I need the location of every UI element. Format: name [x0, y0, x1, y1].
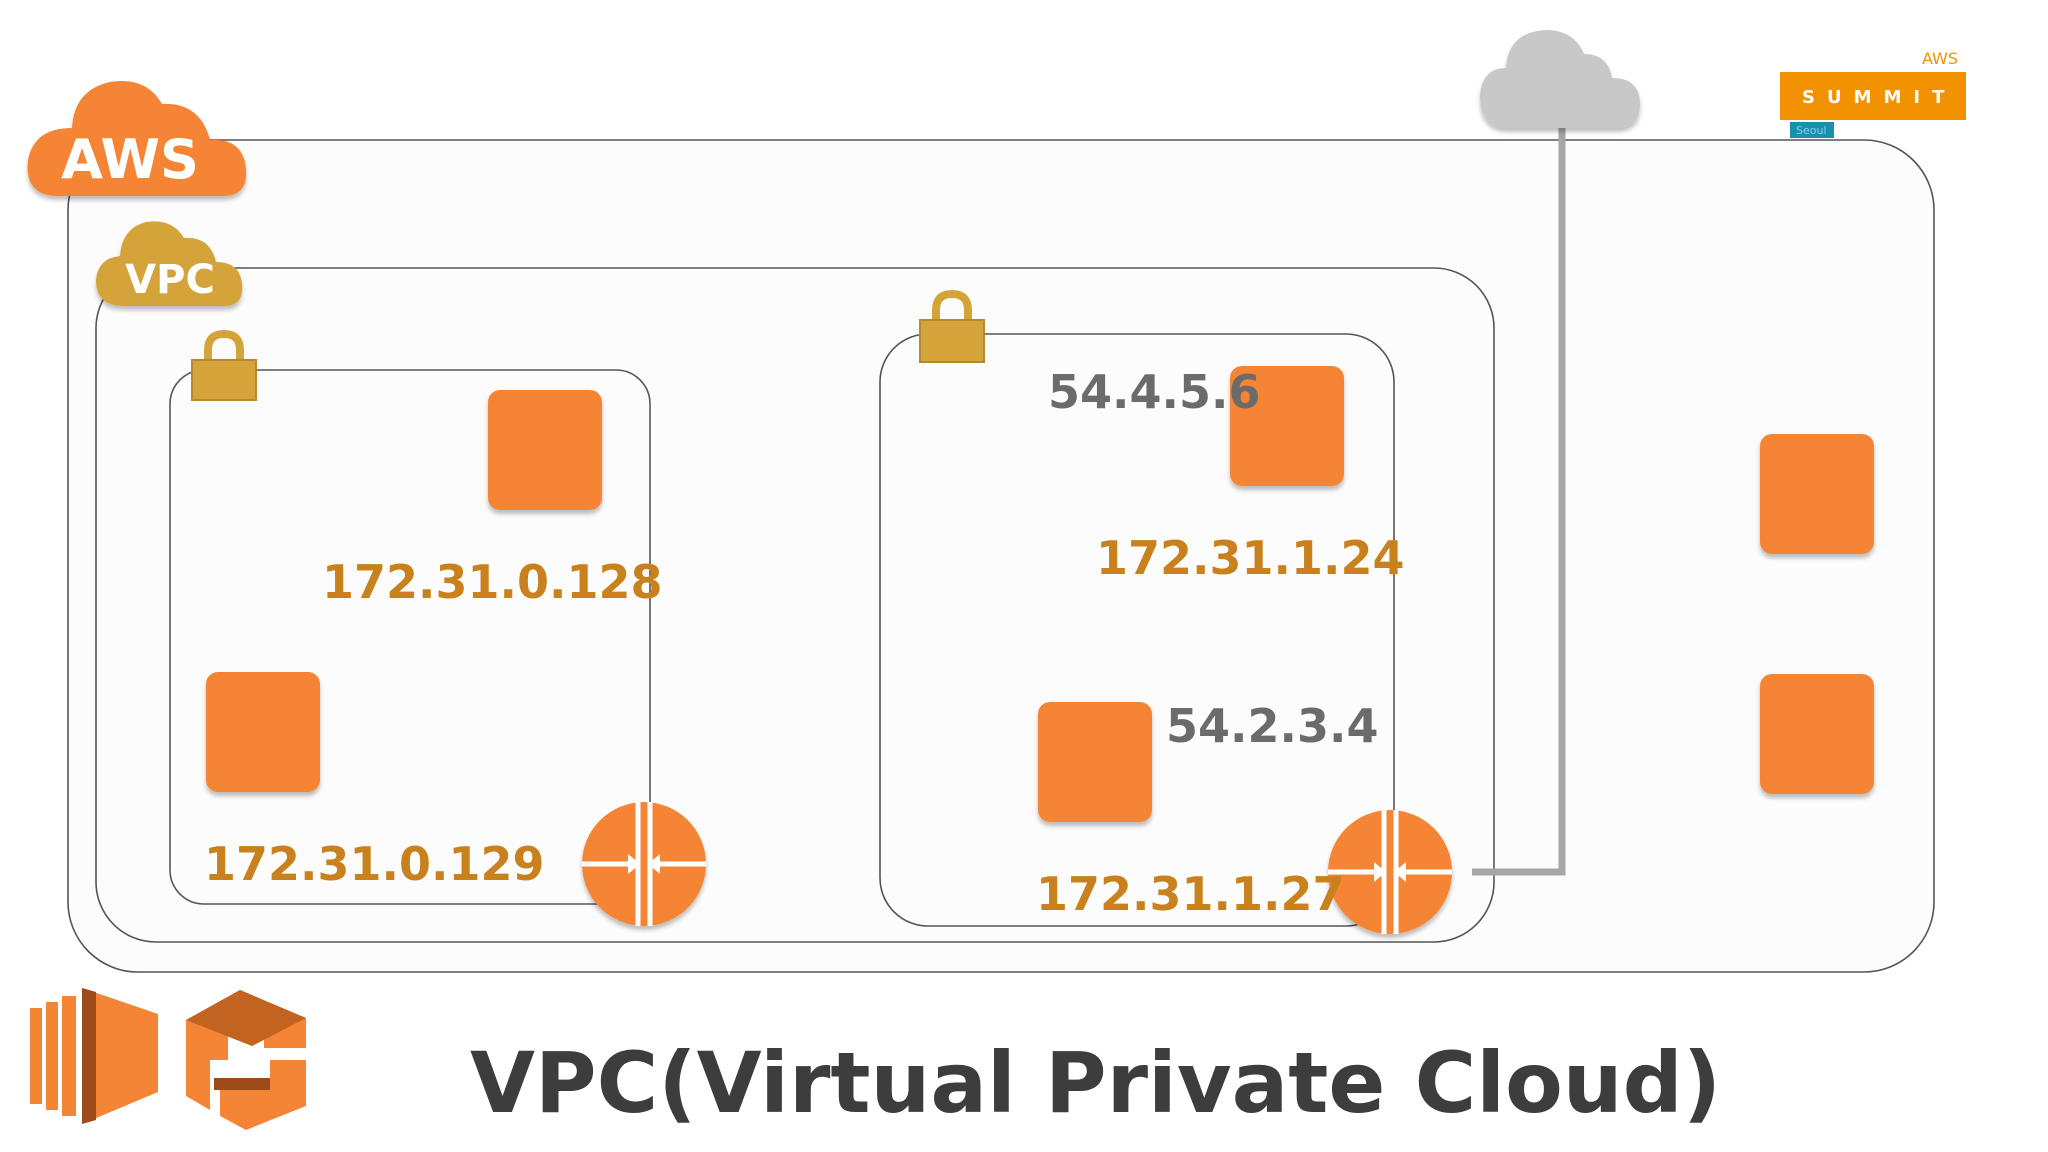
- internet-connection-line: [1472, 118, 1566, 876]
- summit-city: Seoul: [1796, 124, 1827, 137]
- page-title: VPC(Virtual Private Cloud): [470, 1034, 1721, 1132]
- ec2-icon: [30, 988, 158, 1124]
- vpc-cloud-label: VPC: [125, 257, 215, 303]
- lock-icon: [191, 329, 257, 401]
- router-icon[interactable]: [1328, 810, 1452, 934]
- ip-label: 172.31.1.27: [1036, 867, 1344, 921]
- aws-cloud-icon: [27, 80, 247, 196]
- instance-icon[interactable]: [206, 672, 320, 792]
- summit-badge: AWS SUMMIT Seoul: [1780, 49, 1966, 138]
- ip-label: 172.31.0.128: [322, 555, 663, 609]
- instance-icon[interactable]: [1038, 702, 1152, 822]
- instance-icon[interactable]: [1760, 674, 1874, 794]
- vpc-cloud-icon: [96, 221, 243, 306]
- ip-label: 172.31.0.129: [204, 837, 545, 891]
- summit-brand: AWS: [1922, 49, 1958, 68]
- instance-icon[interactable]: [1230, 366, 1344, 486]
- instance-icon[interactable]: [1760, 434, 1874, 554]
- summit-word: SUMMIT: [1802, 87, 1956, 108]
- vpc-service-icon: [186, 990, 306, 1130]
- instance-icon[interactable]: [488, 390, 602, 510]
- internet-cloud-icon: [1480, 30, 1640, 128]
- aws-cloud-label: AWS: [61, 128, 199, 191]
- public-ip-label: 54.4.5.6: [1048, 365, 1260, 419]
- public-ip-label: 54.2.3.4: [1166, 699, 1378, 753]
- lock-icon: [919, 289, 985, 363]
- router-icon[interactable]: [582, 802, 706, 926]
- ip-label: 172.31.1.24: [1096, 531, 1404, 585]
